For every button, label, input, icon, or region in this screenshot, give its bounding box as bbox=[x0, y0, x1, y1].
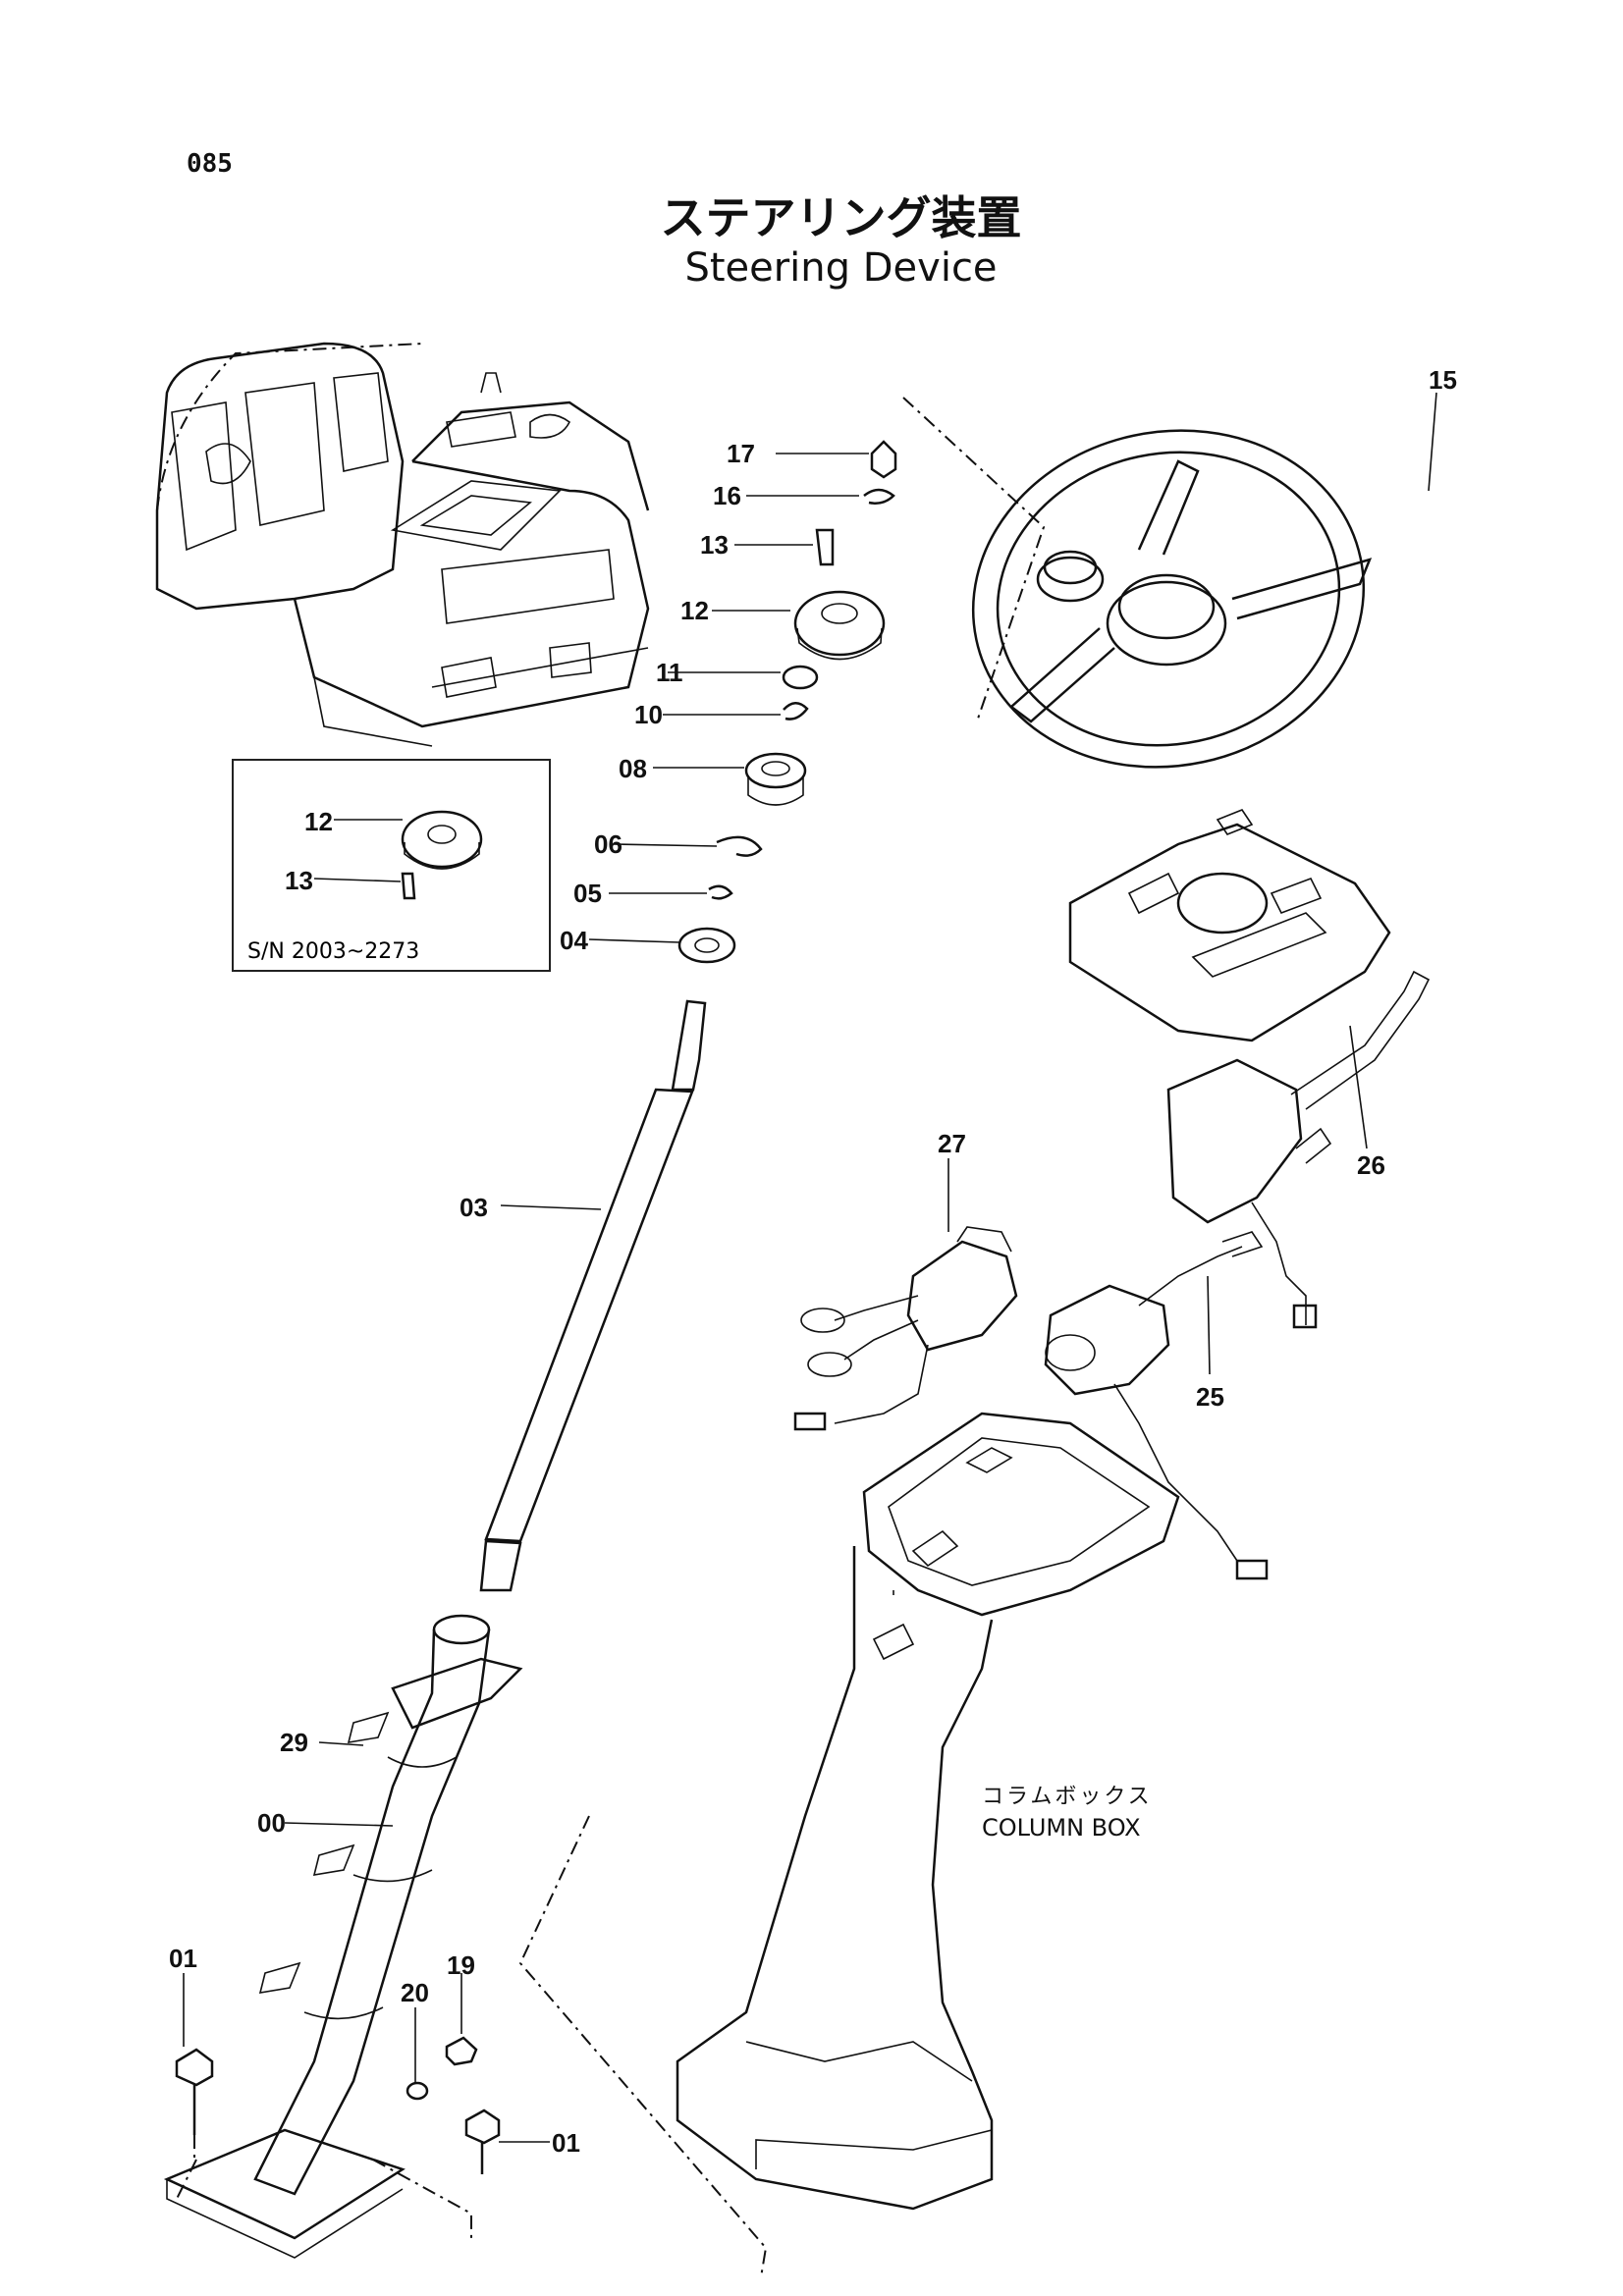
assembly-line-upper bbox=[902, 397, 1046, 722]
inset-serial-range: S/N 2003~2273 bbox=[247, 939, 420, 964]
callout-19[interactable]: 19 bbox=[447, 1950, 475, 1980]
callout-10[interactable]: 10 bbox=[634, 700, 663, 729]
inset-parts bbox=[313, 810, 483, 900]
callout-26[interactable]: 26 bbox=[1357, 1150, 1385, 1180]
callout-25[interactable]: 25 bbox=[1196, 1382, 1224, 1412]
callout-06[interactable]: 06 bbox=[594, 829, 622, 859]
column-box-label-japanese: コラムボックス bbox=[982, 1785, 1153, 1809]
inset-callout-12[interactable]: 12 bbox=[304, 807, 333, 836]
callout-08[interactable]: 08 bbox=[619, 754, 647, 783]
mounting-bolts bbox=[175, 1973, 550, 2238]
title-english: Steering Device bbox=[684, 245, 998, 291]
excavator-illustration bbox=[155, 342, 650, 747]
callout-11[interactable]: 11 bbox=[656, 658, 683, 687]
callout-01-left[interactable]: 01 bbox=[169, 1944, 197, 1973]
column-box-label-english: COLUMN BOX bbox=[982, 1814, 1141, 1842]
assembly-line-lower bbox=[518, 1815, 768, 2278]
callout-12[interactable]: 12 bbox=[680, 596, 709, 625]
callout-15[interactable]: 15 bbox=[1429, 365, 1457, 395]
combination-switch-25 bbox=[1044, 1231, 1269, 1580]
column-box-illustration bbox=[676, 1412, 1180, 2211]
upper-column-parts bbox=[588, 440, 897, 964]
callout-17[interactable]: 17 bbox=[727, 439, 755, 468]
callout-29[interactable]: 29 bbox=[280, 1728, 308, 1757]
callout-13[interactable]: 13 bbox=[700, 530, 729, 560]
column-cover-illustration bbox=[1068, 809, 1391, 1042]
callout-05[interactable]: 05 bbox=[573, 879, 602, 908]
page-number: 085 bbox=[187, 149, 233, 179]
callout-16[interactable]: 16 bbox=[713, 481, 741, 510]
callout-00[interactable]: 00 bbox=[257, 1808, 286, 1838]
steering-column-00 bbox=[163, 1614, 523, 2259]
serial-number-inset: S/N 2003~2273 bbox=[232, 759, 551, 972]
callout-01-right[interactable]: 01 bbox=[552, 2128, 580, 2158]
callout-03[interactable]: 03 bbox=[460, 1193, 488, 1222]
inset-callout-13[interactable]: 13 bbox=[285, 866, 313, 895]
steering-wheel-illustration bbox=[971, 392, 1437, 769]
combination-switch-27 bbox=[793, 1158, 1018, 1431]
callout-27[interactable]: 27 bbox=[938, 1129, 966, 1158]
callout-20[interactable]: 20 bbox=[401, 1978, 429, 2007]
callout-04[interactable]: 04 bbox=[560, 926, 588, 955]
steering-shaft-03 bbox=[479, 999, 707, 1592]
title-japanese: ステアリング装置 bbox=[660, 191, 1022, 244]
combination-switch-26 bbox=[1166, 970, 1431, 1329]
